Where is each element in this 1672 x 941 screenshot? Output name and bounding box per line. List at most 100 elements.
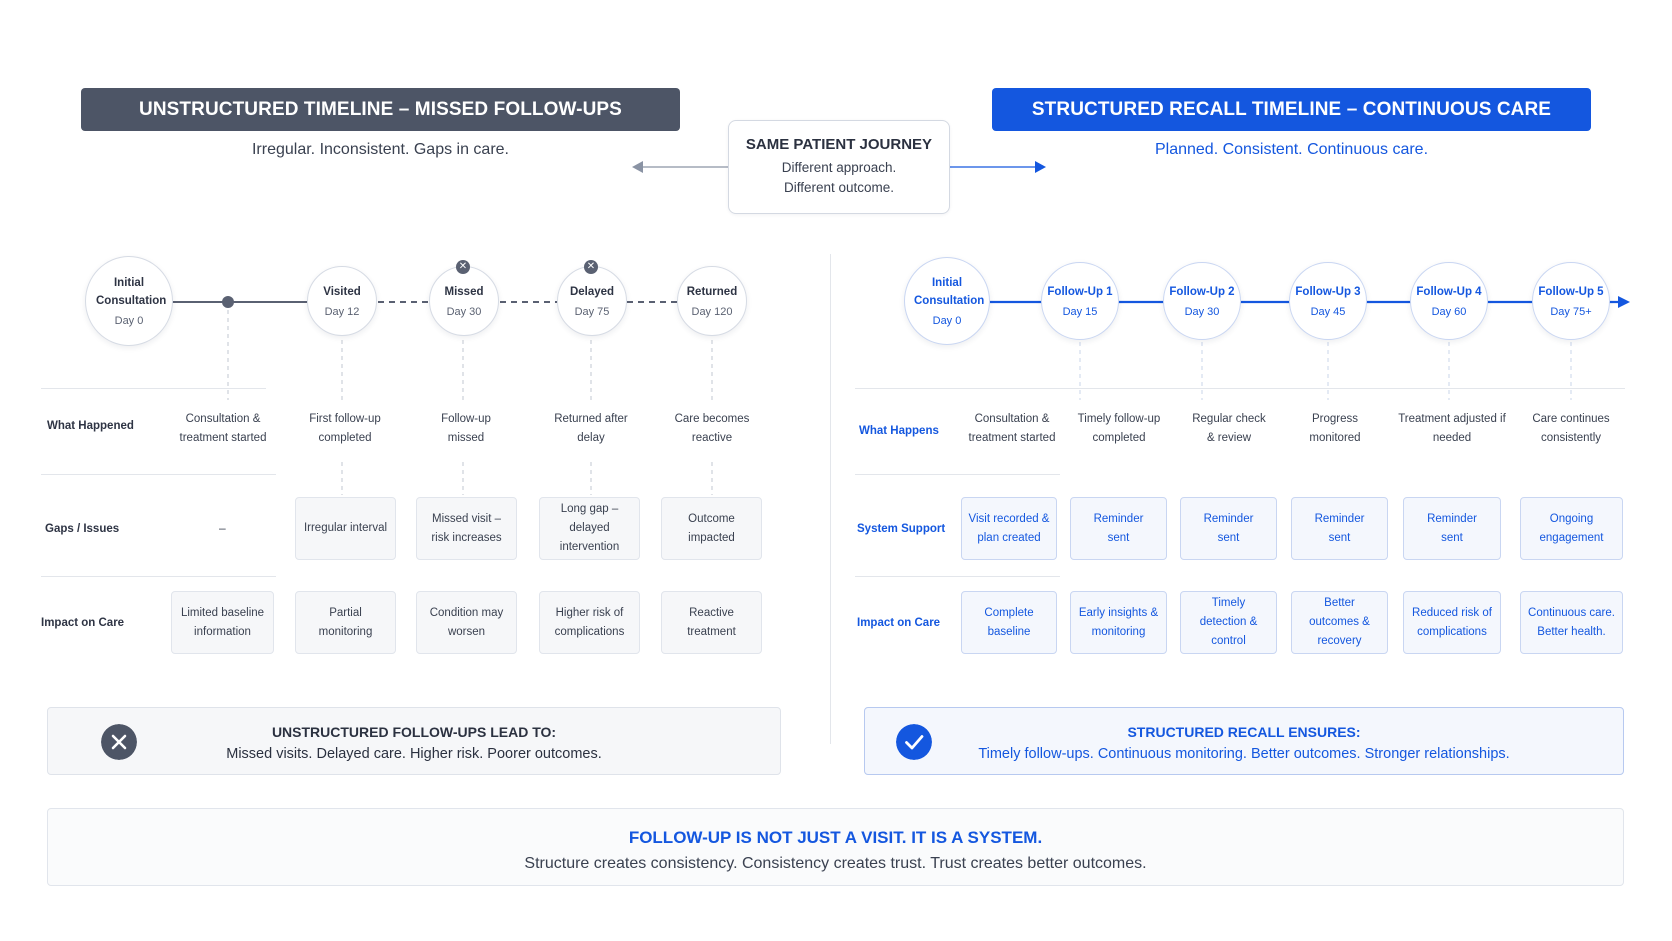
same-patient-journey-box: SAME PATIENT JOURNEY Different approach.… [728, 120, 950, 214]
impact-continuous-care: Continuous care. Better health. [1520, 591, 1623, 654]
impact-limited-baseline: Limited baseline information [171, 591, 274, 654]
impact-higher-risk: Higher risk of complications [539, 591, 640, 654]
timeline-node-follow-up-5: Follow-Up 5 Day 75+ [1532, 262, 1610, 340]
right-arrow-icon [1035, 161, 1046, 173]
impact-early-insights: Early insights & monitoring [1070, 591, 1167, 654]
timeline-node-initial-consultation: Initial Consultation Day 0 [904, 257, 990, 345]
key-message-footer: FOLLOW-UP IS NOT JUST A VISIT. IT IS A S… [47, 808, 1624, 886]
timeline-node-follow-up-4: Follow-Up 4 Day 60 [1410, 262, 1488, 340]
what-happens-follow-up-5: Care continues consistently [1532, 413, 1610, 444]
node-day: Day 60 [1431, 305, 1467, 318]
timeline-node-follow-up-2: Follow-Up 2 Day 30 [1163, 262, 1241, 340]
what-happens-consultation: Consultation & treatment started [968, 413, 1056, 444]
node-day: Day 12 [324, 305, 360, 318]
summary-body: Timely follow-ups. Continuous monitoring… [978, 746, 1510, 762]
node-title: Follow-Up 1 [1047, 286, 1113, 299]
timeline-node-missed: Missed Day 30 [429, 266, 499, 336]
gap-missed-visit: Missed visit – risk increases [416, 497, 517, 560]
node-title: Returned [686, 286, 738, 299]
what-happened-returned: Care becomes reactive [674, 413, 750, 444]
delayed-x-icon: ✕ [584, 260, 598, 274]
row-label-gaps-issues: Gaps / Issues [45, 523, 120, 535]
what-happens-follow-up-1: Timely follow-up completed [1077, 413, 1161, 444]
journey-line-1: Different approach. [781, 160, 897, 175]
timeline-node-returned: Returned Day 120 [677, 266, 747, 336]
node-day: Day 30 [446, 305, 482, 318]
impact-condition-worsen: Condition may worsen [416, 591, 517, 654]
what-happened-consultation: Consultation & treatment started [179, 413, 267, 444]
row-divider [41, 388, 266, 389]
what-happens-follow-up-4: Treatment adjusted if needed [1398, 413, 1506, 444]
timeline-node-delayed: Delayed Day 75 [557, 266, 627, 336]
row-divider [855, 474, 1060, 475]
node-title: Initial Consultation [96, 277, 167, 307]
node-title: Initial Consultation [914, 277, 985, 307]
node-title: Follow-Up 5 [1538, 286, 1604, 299]
unstructured-connectors [172, 296, 713, 495]
support-visit-recorded: Visit recorded & plan created [961, 497, 1057, 560]
node-title: Missed [444, 286, 484, 299]
node-day: Day 0 [114, 314, 144, 327]
unstructured-summary: UNSTRUCTURED FOLLOW-UPS LEAD TO: Missed … [47, 707, 781, 775]
node-title: Delayed [569, 286, 615, 299]
node-day: Day 15 [1062, 305, 1098, 318]
gap-outcome-impacted: Outcome impacted [661, 497, 762, 560]
timeline-node-visited: Visited Day 12 [307, 266, 377, 336]
summary-title: UNSTRUCTURED FOLLOW-UPS LEAD TO: [271, 724, 557, 740]
impact-complete-baseline: Complete baseline [961, 591, 1057, 654]
node-title: Follow-Up 3 [1295, 286, 1361, 299]
node-day: Day 120 [691, 305, 733, 318]
row-divider [855, 576, 1060, 577]
support-reminder-4: Reminder sent [1403, 497, 1501, 560]
node-day: Day 75+ [1550, 305, 1592, 318]
support-reminder-3: Reminder sent [1291, 497, 1388, 560]
structured-subtitle: Planned. Consistent. Continuous care. [1154, 141, 1429, 158]
gap-none: – [219, 521, 226, 535]
row-label-what-happens: What Happens [859, 425, 939, 437]
close-circle-icon [101, 724, 137, 760]
impact-partial-monitoring: Partial monitoring [295, 591, 396, 654]
row-label-system-support: System Support [857, 523, 946, 535]
timeline-node-follow-up-3: Follow-Up 3 Day 45 [1289, 262, 1367, 340]
summary-title: STRUCTURED RECALL ENSURES: [1127, 724, 1361, 740]
what-happens-follow-up-2: Regular check & review [1192, 413, 1266, 444]
unstructured-subtitle: Irregular. Inconsistent. Gaps in care. [251, 141, 509, 158]
node-title: Follow-Up 4 [1416, 286, 1482, 299]
node-title: Visited [323, 286, 361, 299]
gap-long-gap: Long gap – delayed intervention [539, 497, 640, 560]
journey-line-2: Different outcome. [783, 180, 895, 195]
journey-title: SAME PATIENT JOURNEY [745, 136, 933, 153]
row-divider [41, 576, 276, 577]
what-happens-follow-up-3: Progress monitored [1309, 413, 1361, 444]
check-circle-icon [896, 724, 932, 760]
gap-irregular-interval: Irregular interval [295, 497, 396, 560]
row-label-impact-on-care: Impact on Care [41, 617, 125, 629]
row-label-what-happened: What Happened [47, 420, 134, 432]
node-day: Day 30 [1184, 305, 1220, 318]
footer-body: Structure creates consistency. Consisten… [524, 855, 1147, 872]
footer-title: FOLLOW-UP IS NOT JUST A VISIT. IT IS A S… [628, 828, 1043, 847]
node-day: Day 0 [932, 314, 962, 327]
missed-x-icon: ✕ [456, 260, 470, 274]
what-happened-missed: Follow-up missed [441, 413, 491, 444]
timeline-continue-arrow-icon [1618, 296, 1630, 308]
support-ongoing-engagement: Ongoing engagement [1520, 497, 1623, 560]
node-day: Day 45 [1310, 305, 1346, 318]
structured-summary: STRUCTURED RECALL ENSURES: Timely follow… [864, 707, 1624, 775]
summary-body: Missed visits. Delayed care. Higher risk… [226, 746, 602, 762]
row-divider [41, 474, 276, 475]
impact-timely-detection: Timely detection & control [1180, 591, 1277, 654]
row-divider [855, 388, 1625, 389]
timeline-node-follow-up-1: Follow-Up 1 Day 15 [1041, 262, 1119, 340]
what-happened-visited: First follow-up completed [309, 413, 381, 444]
row-label-impact-on-care: Impact on Care [857, 617, 941, 629]
impact-better-outcomes: Better outcomes & recovery [1291, 591, 1388, 654]
node-day: Day 75 [574, 305, 610, 318]
comparison-arrows [632, 161, 1046, 173]
gap-dot-icon [222, 296, 234, 308]
node-title: Follow-Up 2 [1169, 286, 1235, 299]
what-happened-delayed: Returned after delay [554, 413, 628, 444]
unstructured-timeline-header: UNSTRUCTURED TIMELINE – MISSED FOLLOW-UP… [81, 88, 680, 131]
support-reminder-1: Reminder sent [1070, 497, 1167, 560]
timeline-node-initial-consultation: Initial Consultation Day 0 [85, 256, 173, 346]
